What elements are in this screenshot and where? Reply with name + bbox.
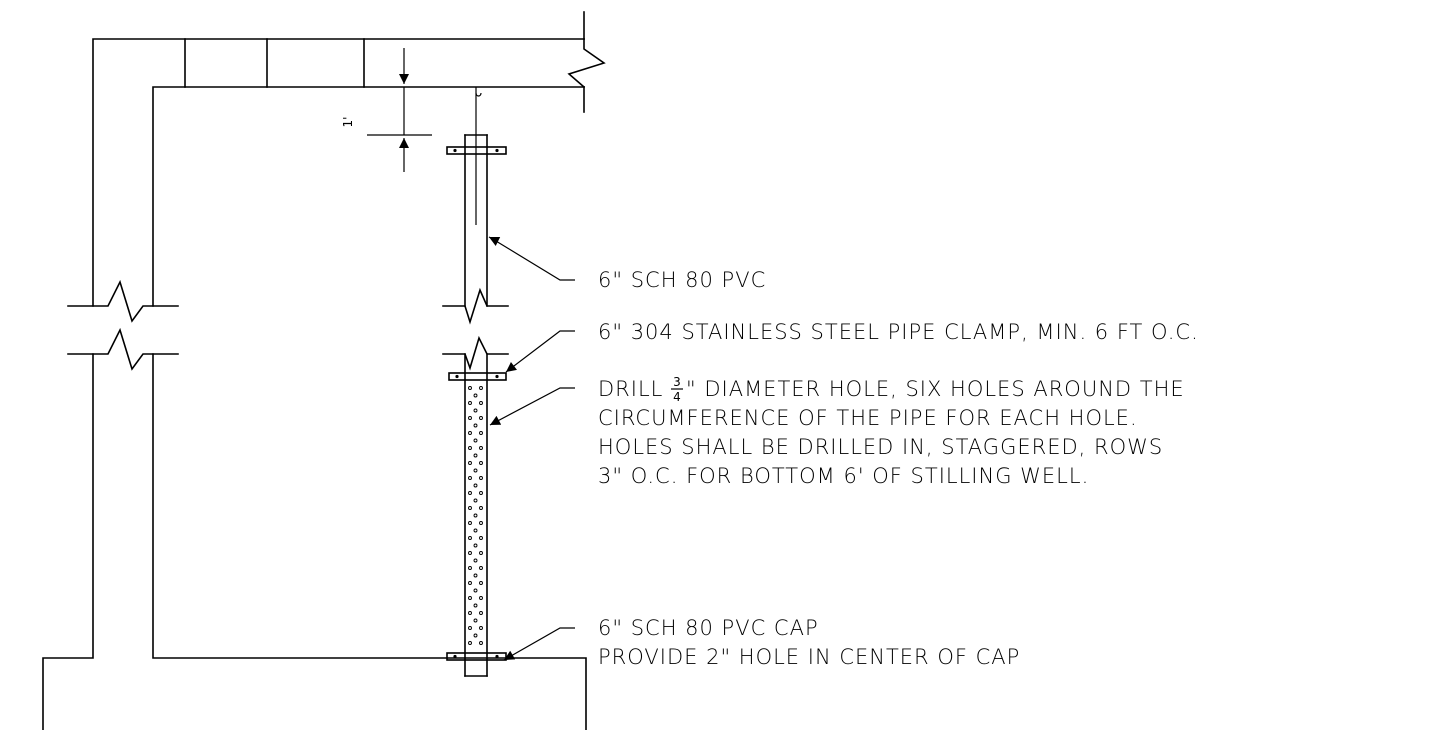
perforation-hole: [479, 521, 483, 525]
perforation-hole: [468, 566, 472, 570]
perforation-hole: [479, 491, 483, 495]
perforation-hole: [473, 633, 478, 638]
wall-break-lower: [67, 327, 179, 371]
perforation-hole: [479, 641, 483, 645]
perforation-hole: [479, 476, 483, 480]
perforation-hole: [473, 483, 478, 488]
perforation-hole: [468, 506, 472, 510]
perforation-hole: [473, 498, 478, 503]
perforation-hole: [473, 408, 478, 413]
drill-note-line4: 3" O.C. FOR BOTTOM 6' OF STILLING WELL.: [598, 464, 1089, 488]
drill-fraction-numerator: 3: [673, 375, 681, 389]
callout-cap-line1: 6" SCH 80 PVC CAP: [598, 616, 819, 640]
wall-break-upper: [67, 279, 179, 323]
perforation-hole: [468, 521, 472, 525]
perforation-hole: [479, 626, 483, 630]
perforation-hole: [468, 401, 472, 405]
lower-wall-and-footing: [42, 353, 587, 730]
wall-and-deck: [92, 11, 606, 307]
perforation-hole: [479, 401, 483, 405]
drill-note-line2: CIRCUMFERENCE OF THE PIPE FOR EACH HOLE.: [598, 406, 1138, 430]
perforation-hole: [468, 491, 472, 495]
perforation-hole: [479, 536, 483, 540]
perforation-hole: [468, 431, 472, 435]
perforation-holes: [468, 386, 483, 645]
perforation-hole: [468, 461, 472, 465]
pvc-pipe-lower: [442, 335, 509, 677]
perforation-hole: [473, 543, 478, 548]
perforation-hole: [468, 446, 472, 450]
dimension-label: 1': [341, 117, 355, 128]
callout-drill-note: DRILL 3 4 " DIAMETER HOLE, SIX HOLES ARO…: [598, 375, 1185, 488]
perforation-hole: [479, 611, 483, 615]
perforation-hole: [479, 506, 483, 510]
callout-cap-line2: PROVIDE 2" HOLE IN CENTER OF CAP: [598, 645, 1020, 669]
perforation-hole: [468, 416, 472, 420]
perforation-hole: [468, 386, 472, 390]
perforation-hole: [473, 528, 478, 533]
perforation-hole: [473, 438, 478, 443]
perforation-hole: [468, 581, 472, 585]
perforation-hole: [473, 393, 478, 398]
perforation-hole: [468, 551, 472, 555]
perforation-hole: [479, 596, 483, 600]
perforation-hole: [479, 386, 483, 390]
perforation-hole: [473, 513, 478, 518]
pvc-pipe-upper: [442, 134, 509, 325]
perforation-hole: [468, 626, 472, 630]
perforation-hole: [479, 461, 483, 465]
perforation-hole: [479, 416, 483, 420]
perforation-hole: [479, 566, 483, 570]
clearance-dimension: 1': [341, 48, 432, 172]
perforation-hole: [473, 423, 478, 428]
perforation-hole: [473, 573, 478, 578]
perforation-hole: [473, 558, 478, 563]
perforation-hole: [468, 641, 472, 645]
perforation-hole: [479, 431, 483, 435]
drill-note-line1: DRILL: [598, 377, 663, 401]
perforation-hole: [479, 551, 483, 555]
perforation-hole: [473, 468, 478, 473]
pipe-clamp-bottom: [446, 652, 507, 661]
pipe-clamp-upper: [446, 146, 507, 155]
perforation-hole: [473, 618, 478, 623]
leader-lines: [488, 236, 575, 661]
drill-fraction-denominator: 4: [673, 390, 681, 404]
perforation-hole: [479, 446, 483, 450]
drill-note-line3: HOLES SHALL BE DRILLED IN, STAGGERED, RO…: [598, 435, 1163, 459]
perforation-hole: [468, 476, 472, 480]
perforation-hole: [473, 453, 478, 458]
pipe-clamp-middle: [448, 372, 507, 381]
drill-note-line1-suffix: " DIAMETER HOLE, SIX HOLES AROUND THE: [686, 377, 1185, 401]
pipe-hanger-hook: [475, 87, 482, 225]
perforation-hole: [468, 596, 472, 600]
perforation-hole: [473, 603, 478, 608]
perforation-hole: [468, 536, 472, 540]
perforation-hole: [473, 588, 478, 593]
callout-pvc-pipe: 6" SCH 80 PVC: [598, 268, 766, 292]
perforation-hole: [479, 581, 483, 585]
perforation-hole: [468, 611, 472, 615]
callout-pipe-clamp: 6" 304 STAINLESS STEEL PIPE CLAMP, MIN. …: [598, 320, 1199, 344]
